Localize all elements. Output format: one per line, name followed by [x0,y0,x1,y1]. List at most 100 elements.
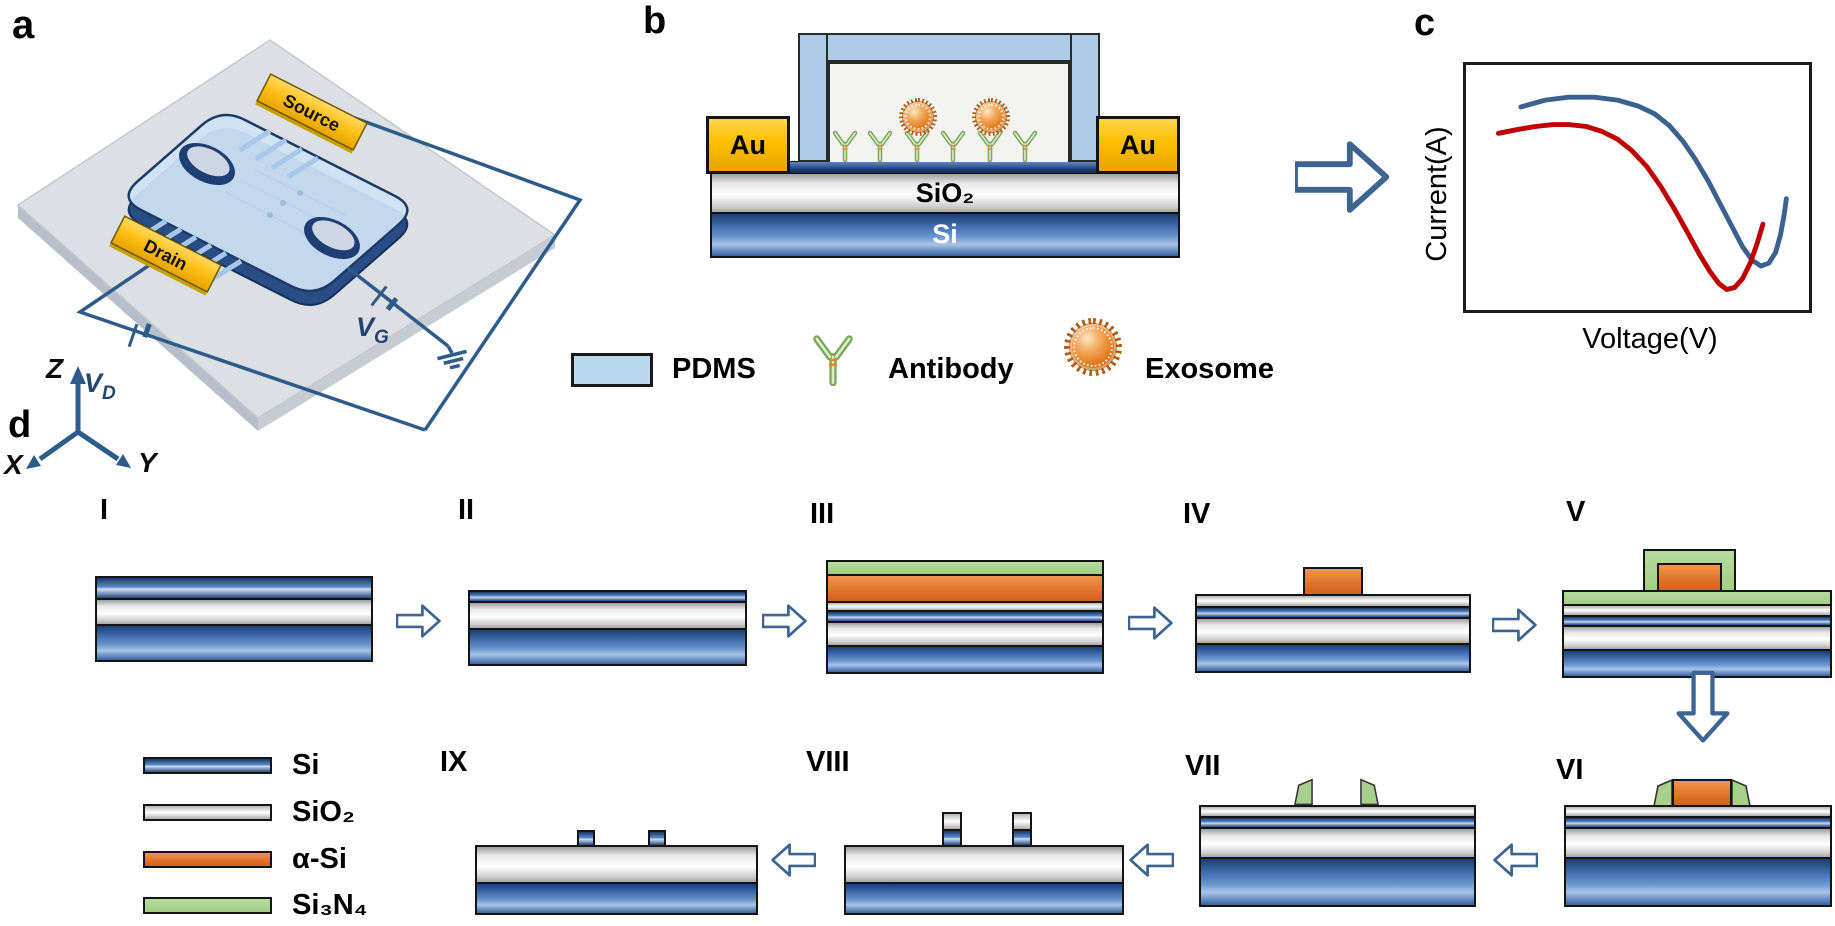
stack-I-si-top [95,576,373,600]
d-legend-swatch-si3n4 [143,897,272,914]
d-legend-swatch-alpha-si [143,851,272,868]
stack-V-sio2 [1562,625,1832,651]
stack-VI-si-bottom [1564,857,1832,907]
b-au-electrode-left: Au [706,116,790,174]
antibody-icon [832,130,858,162]
panel-a-device-schematic: Source Drain VD VG Z X Y a [2,3,583,480]
c-x-axis-label: Voltage(V) [1582,322,1718,355]
antibody-icon [977,130,1003,162]
exosome-icon [899,98,937,136]
b-sio2-label: SiO₂ [915,177,975,208]
antibody-legend-label: Antibody [888,353,1014,385]
gate-wire [346,266,450,348]
step-label-I: I [100,494,109,526]
arrow-I-to-II [396,604,442,638]
drain-electrode: Drain [109,215,222,296]
stack-I-sio2 [95,598,373,626]
blue-curve [1518,94,1789,269]
chip-inlet-hole-left [179,142,235,186]
pdms-swatch [571,353,653,387]
step-label-IV: IV [1183,498,1211,530]
stack-III-alpha-si [826,574,1104,603]
panel-b-letter: b [643,0,667,42]
b-si-substrate-layer [710,212,1180,258]
b-pdms-right-wall [1070,33,1100,162]
antibody-icon [813,335,853,386]
b-pdms-top-wall [798,33,1100,62]
stack-II-sio2 [468,601,747,630]
b-well-cavity [828,62,1070,162]
axis-x-label: X [2,449,25,480]
step-label-V: V [1566,496,1586,528]
antibody-icon [904,130,930,162]
c-y-axis-label: Current(A) [1420,126,1453,262]
step-label-VII: VII [1185,750,1221,782]
coordinate-axes [38,380,120,462]
arrow-VI-to-VII [1492,843,1538,877]
circuit-wires [76,115,583,432]
exosome-legend-label: Exosome [1145,353,1274,385]
stack-VIII-sio2 [844,845,1124,884]
ground-icon [437,345,467,370]
red-curve [1495,122,1766,292]
stack-IV-si-bottom [1195,643,1471,673]
step-label-VI: VI [1556,754,1584,786]
chip-inlet-hole-right [304,216,360,260]
panel-d-letter: d [8,404,32,446]
stack-IV-sio2 [1195,617,1471,645]
substrate-side-right [258,235,555,431]
stack-IV-alpha-si-island [1303,567,1363,596]
vg-label: VG [356,312,389,348]
panel-a-letter: a [12,3,35,47]
stack-VII-si-bottom [1199,857,1476,907]
antibody-icon [1012,130,1038,162]
vd-sub: D [102,383,116,404]
stack-IX-si-bottom [475,882,758,915]
d-legend-label-si: Si [292,749,320,781]
b-au-electrode-right: Au [1096,116,1180,174]
vd-base: V [84,368,104,398]
d-legend-swatch-sio2 [143,804,272,821]
arrow-IV-to-V [1492,608,1538,642]
b-pdms-left-wall [798,33,828,162]
exosome-icon [1064,318,1122,376]
substrate-side-left [18,205,258,431]
drain-wire [76,262,426,432]
d-legend-swatch-si [143,757,272,774]
vg-sub: G [374,327,389,348]
stack-I-si-bottom [95,624,373,662]
arrow-VII-to-VIII [1128,843,1174,877]
d-legend-label-sio2: SiO₂ [292,796,355,828]
stack-II-si-bottom [468,628,747,666]
d-legend-label-si3n4: Si₃N₄ [292,889,368,921]
arrow-b-to-c [1295,133,1390,221]
chip-channel-dots [267,190,303,218]
panel-c-letter: c [1414,2,1436,44]
stack-VI-sio2 [1564,827,1832,859]
vg-base: V [356,312,376,342]
nanowire-stripes-source [238,128,320,180]
step-label-II: II [458,494,475,526]
d-legend-label-alpha-si: α-Si [292,843,347,875]
arrow-V-to-VI [1676,670,1730,746]
stack-III-si-bottom [826,645,1104,674]
vd-label: VD [84,368,116,404]
arrow-III-to-IV [1128,606,1174,640]
arrow-II-to-III [762,604,808,638]
battery-vd-icon [127,323,152,348]
stack-VII-sio2 [1199,827,1476,859]
stack-VII-spacer-left [1294,778,1313,806]
axis-arrowheads [26,366,131,469]
stack-V-alpha-si-island [1657,563,1722,593]
c-plot-box [1463,62,1812,313]
step-label-VIII: VIII [806,746,850,778]
stack-III-sio2 [826,621,1104,647]
axis-y-label: Y [138,447,159,478]
stack-VI-spacer-left [1653,779,1673,807]
stack-VII-spacer-right [1360,778,1379,806]
battery-vg-icon [370,285,399,312]
stack-VI-spacer-right [1731,779,1751,807]
axis-z-label: Z [45,353,64,384]
exosome-icon [972,98,1010,136]
antibody-icon [940,130,966,162]
